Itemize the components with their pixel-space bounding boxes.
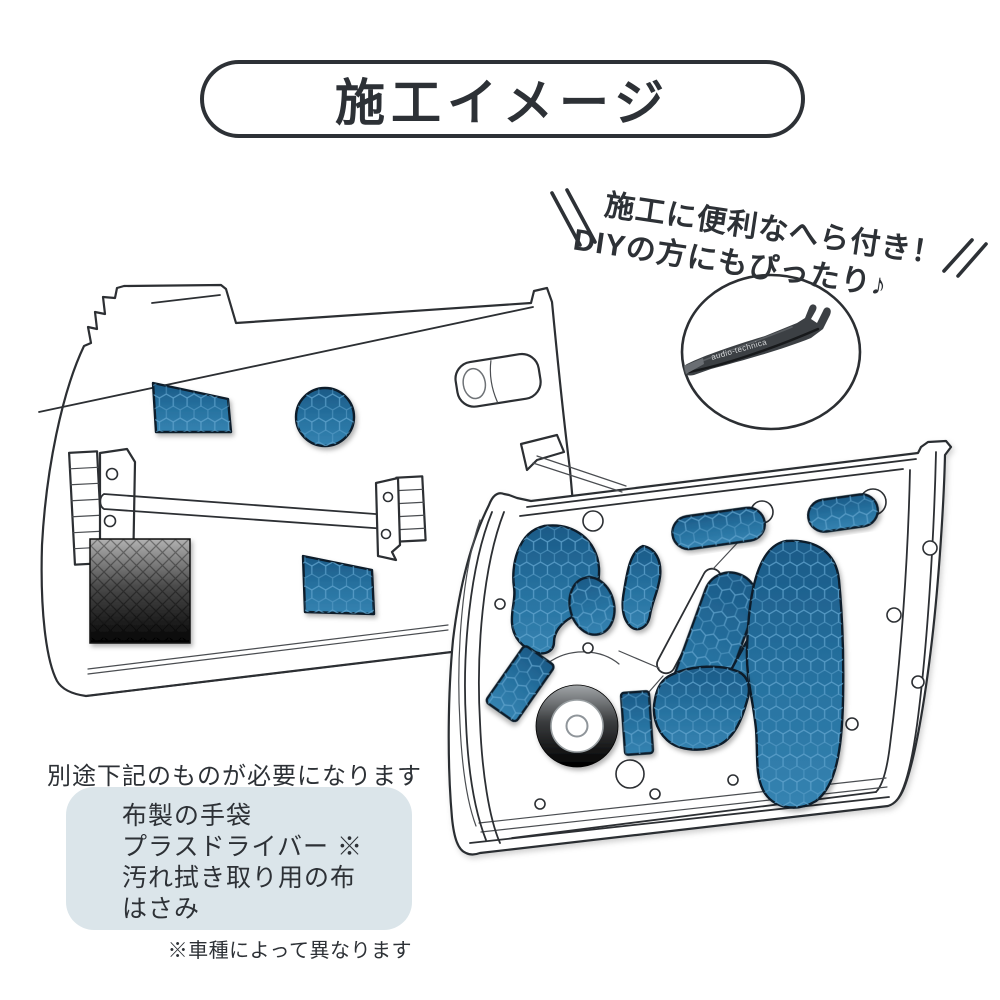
sound-deadening-pad — [619, 689, 655, 757]
requirements-heading: 別途下記のものが必要になります — [47, 763, 422, 790]
requirement-item: 汚れ拭き取り用の布 — [122, 864, 357, 892]
damping-sheet-black — [89, 538, 191, 644]
requirements-list: 布製の手袋 プラスドライバー ※ 汚れ拭き取り用の布 はさみ — [122, 801, 363, 925]
page-title: 施工イメージ — [335, 75, 670, 131]
emphasis-slashes-left-icon — [550, 188, 597, 247]
tool-badge-circle: audio-technica — [680, 273, 862, 431]
door-handle — [454, 352, 542, 408]
title-pill: 施工イメージ — [200, 60, 805, 138]
trim-tool-icon: audio-technica — [683, 304, 831, 376]
bolt-holes — [494, 488, 938, 810]
emphasis-slashes-right-icon — [942, 238, 988, 278]
sound-deadening-pad — [294, 386, 356, 448]
requirement-item: 布製の手袋 — [122, 802, 253, 830]
sound-deadening-pad — [745, 539, 845, 809]
requirement-item: プラスドライバー ※ — [122, 833, 363, 861]
left-door-line-art — [38, 283, 580, 698]
right-door-line-art — [447, 433, 953, 856]
requirements-box — [66, 787, 412, 930]
requirement-item: はさみ — [122, 895, 201, 923]
speaker-cone — [535, 684, 619, 768]
requirements-note: ※車種によって異なります — [167, 940, 412, 962]
